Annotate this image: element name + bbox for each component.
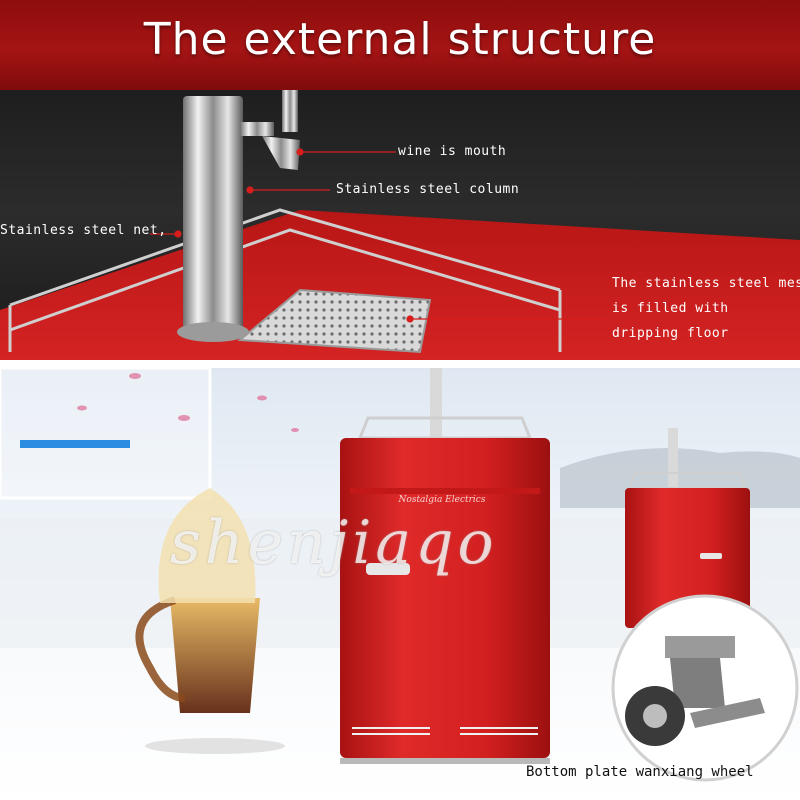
- product-scene: Nostalgia Electrics shenjiaqo Bottom pla…: [0, 368, 800, 800]
- title-banner: The external structure: [0, 0, 800, 90]
- callout-steel-net: Stainless steel net,: [0, 223, 167, 238]
- tap-faucet: [240, 90, 300, 170]
- drip-tray: [237, 288, 432, 354]
- steel-column: [183, 96, 243, 332]
- tap-closeup-panel: wine is mouth Stainless steel column Sta…: [0, 90, 800, 360]
- watermark: shenjiaqo: [170, 508, 498, 578]
- callout-wine-mouth: wine is mouth: [398, 144, 507, 159]
- main-fridge-image: [340, 368, 550, 764]
- product-scene-illustration: [0, 368, 800, 782]
- steel-railing: [8, 208, 562, 352]
- callout-mesh-line2: is filled with: [612, 301, 729, 316]
- page-title: The external structure: [143, 14, 657, 65]
- glass-panel: [0, 368, 212, 500]
- callout-mesh-line3: dripping floor: [612, 326, 729, 341]
- callout-steel-column: Stainless steel column: [336, 182, 520, 197]
- fridge-brand-logo: Nostalgia Electrics: [398, 495, 486, 505]
- tap-closeup-illustration: [0, 90, 800, 360]
- caster-wheel-inset: [611, 594, 799, 782]
- wheel-caption: Bottom plate wanxiang wheel: [526, 764, 754, 780]
- beer-mug-image: [135, 488, 285, 754]
- side-fridge-image: [625, 428, 750, 628]
- callout-mesh-line1: The stainless steel mesh: [612, 276, 800, 291]
